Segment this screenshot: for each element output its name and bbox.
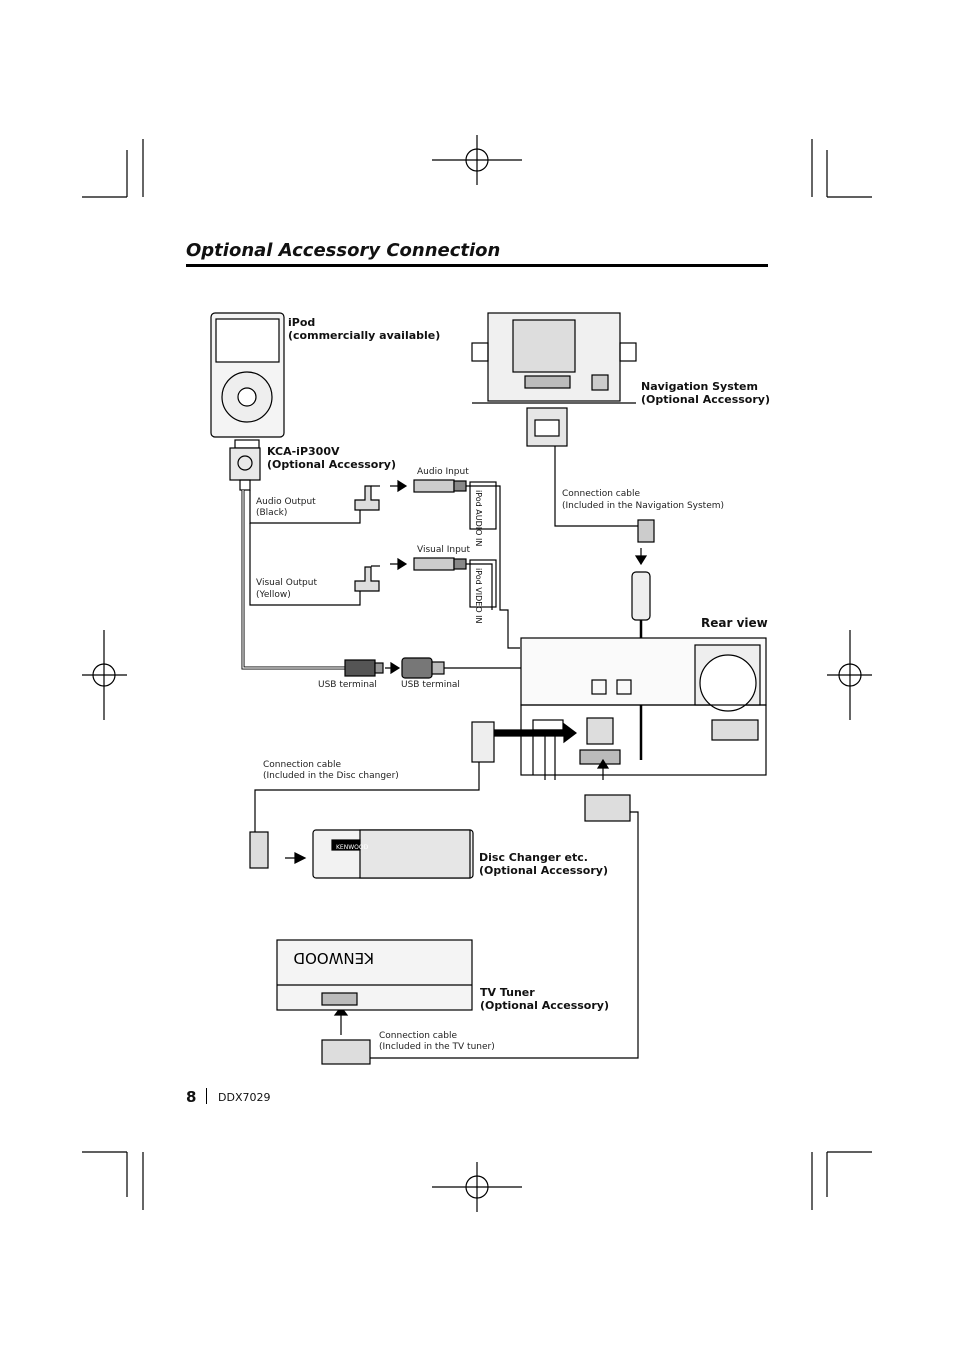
- audio-plug: [354, 485, 380, 511]
- usb-terminal-right-label: USB terminal: [401, 680, 460, 690]
- visual-output-line2: (Yellow): [256, 590, 291, 600]
- video-input-jack: [413, 557, 467, 571]
- kca-label-line1: KCA-iP300V: [267, 445, 340, 458]
- video-plug: [354, 565, 380, 592]
- audio-output-line1: Audio Output: [256, 497, 316, 507]
- usb-connector-right: [401, 657, 445, 679]
- footer-divider: [206, 1088, 207, 1104]
- disc-cable-line1: Connection cable: [263, 760, 341, 770]
- page-number: 8: [186, 1088, 197, 1106]
- crop-marks: [82, 139, 872, 1210]
- rear-view-label: Rear view: [701, 616, 768, 630]
- navigation-connector: [526, 407, 568, 447]
- registration-marks: [82, 135, 872, 1212]
- nav-cable-line1: Connection cable: [562, 489, 640, 499]
- ipod-video-in-label: iPod VIDEO IN: [474, 568, 483, 624]
- usb-connector-left: [344, 659, 384, 677]
- ipod-label-line2: (commercially available): [288, 329, 441, 342]
- brand-logo-tv: KENWOOD: [293, 949, 374, 967]
- nav-cable-line2: (Included in the Navigation System): [562, 501, 725, 511]
- ipod-label-line1: iPod: [288, 316, 316, 329]
- tv-label-line1: TV Tuner: [480, 986, 535, 999]
- disc-label-line1: Disc Changer etc.: [479, 851, 588, 864]
- disc-label-line2: (Optional Accessory): [479, 864, 608, 877]
- title-rule: [186, 264, 768, 267]
- tv-label-line2: (Optional Accessory): [480, 999, 609, 1012]
- kca-label-line2: (Optional Accessory): [267, 458, 396, 471]
- audio-input-label: Audio Input: [417, 467, 469, 477]
- disc-cable-line2: (Included in the Disc changer): [263, 771, 399, 781]
- model-name: DDX7029: [218, 1091, 271, 1104]
- usb-terminal-left-label: USB terminal: [318, 680, 377, 690]
- navigation-system-device: [471, 312, 637, 404]
- kca-ip300v-connector: [229, 439, 261, 491]
- audio-input-jack: [413, 479, 467, 493]
- head-unit-rear: [520, 637, 767, 780]
- tv-cable-line2: (Included in the TV tuner): [379, 1042, 495, 1052]
- brand-logo-disc: KENWOOD: [336, 844, 369, 851]
- page-title: Optional Accessory Connection: [186, 240, 501, 261]
- ipod-audio-in-label: iPod AUDIO IN: [474, 490, 483, 547]
- visual-output-line1: Visual Output: [256, 578, 317, 588]
- tv-cable-line1: Connection cable: [379, 1031, 457, 1041]
- nav-label-line2: (Optional Accessory): [641, 393, 770, 406]
- visual-input-label: Visual Input: [417, 545, 471, 555]
- ipod-device: [210, 312, 285, 438]
- tv-tuner-device: [276, 939, 473, 1011]
- disc-changer-device: [312, 829, 474, 879]
- audio-output-line2: (Black): [256, 508, 288, 518]
- nav-label-line1: Navigation System: [641, 380, 758, 393]
